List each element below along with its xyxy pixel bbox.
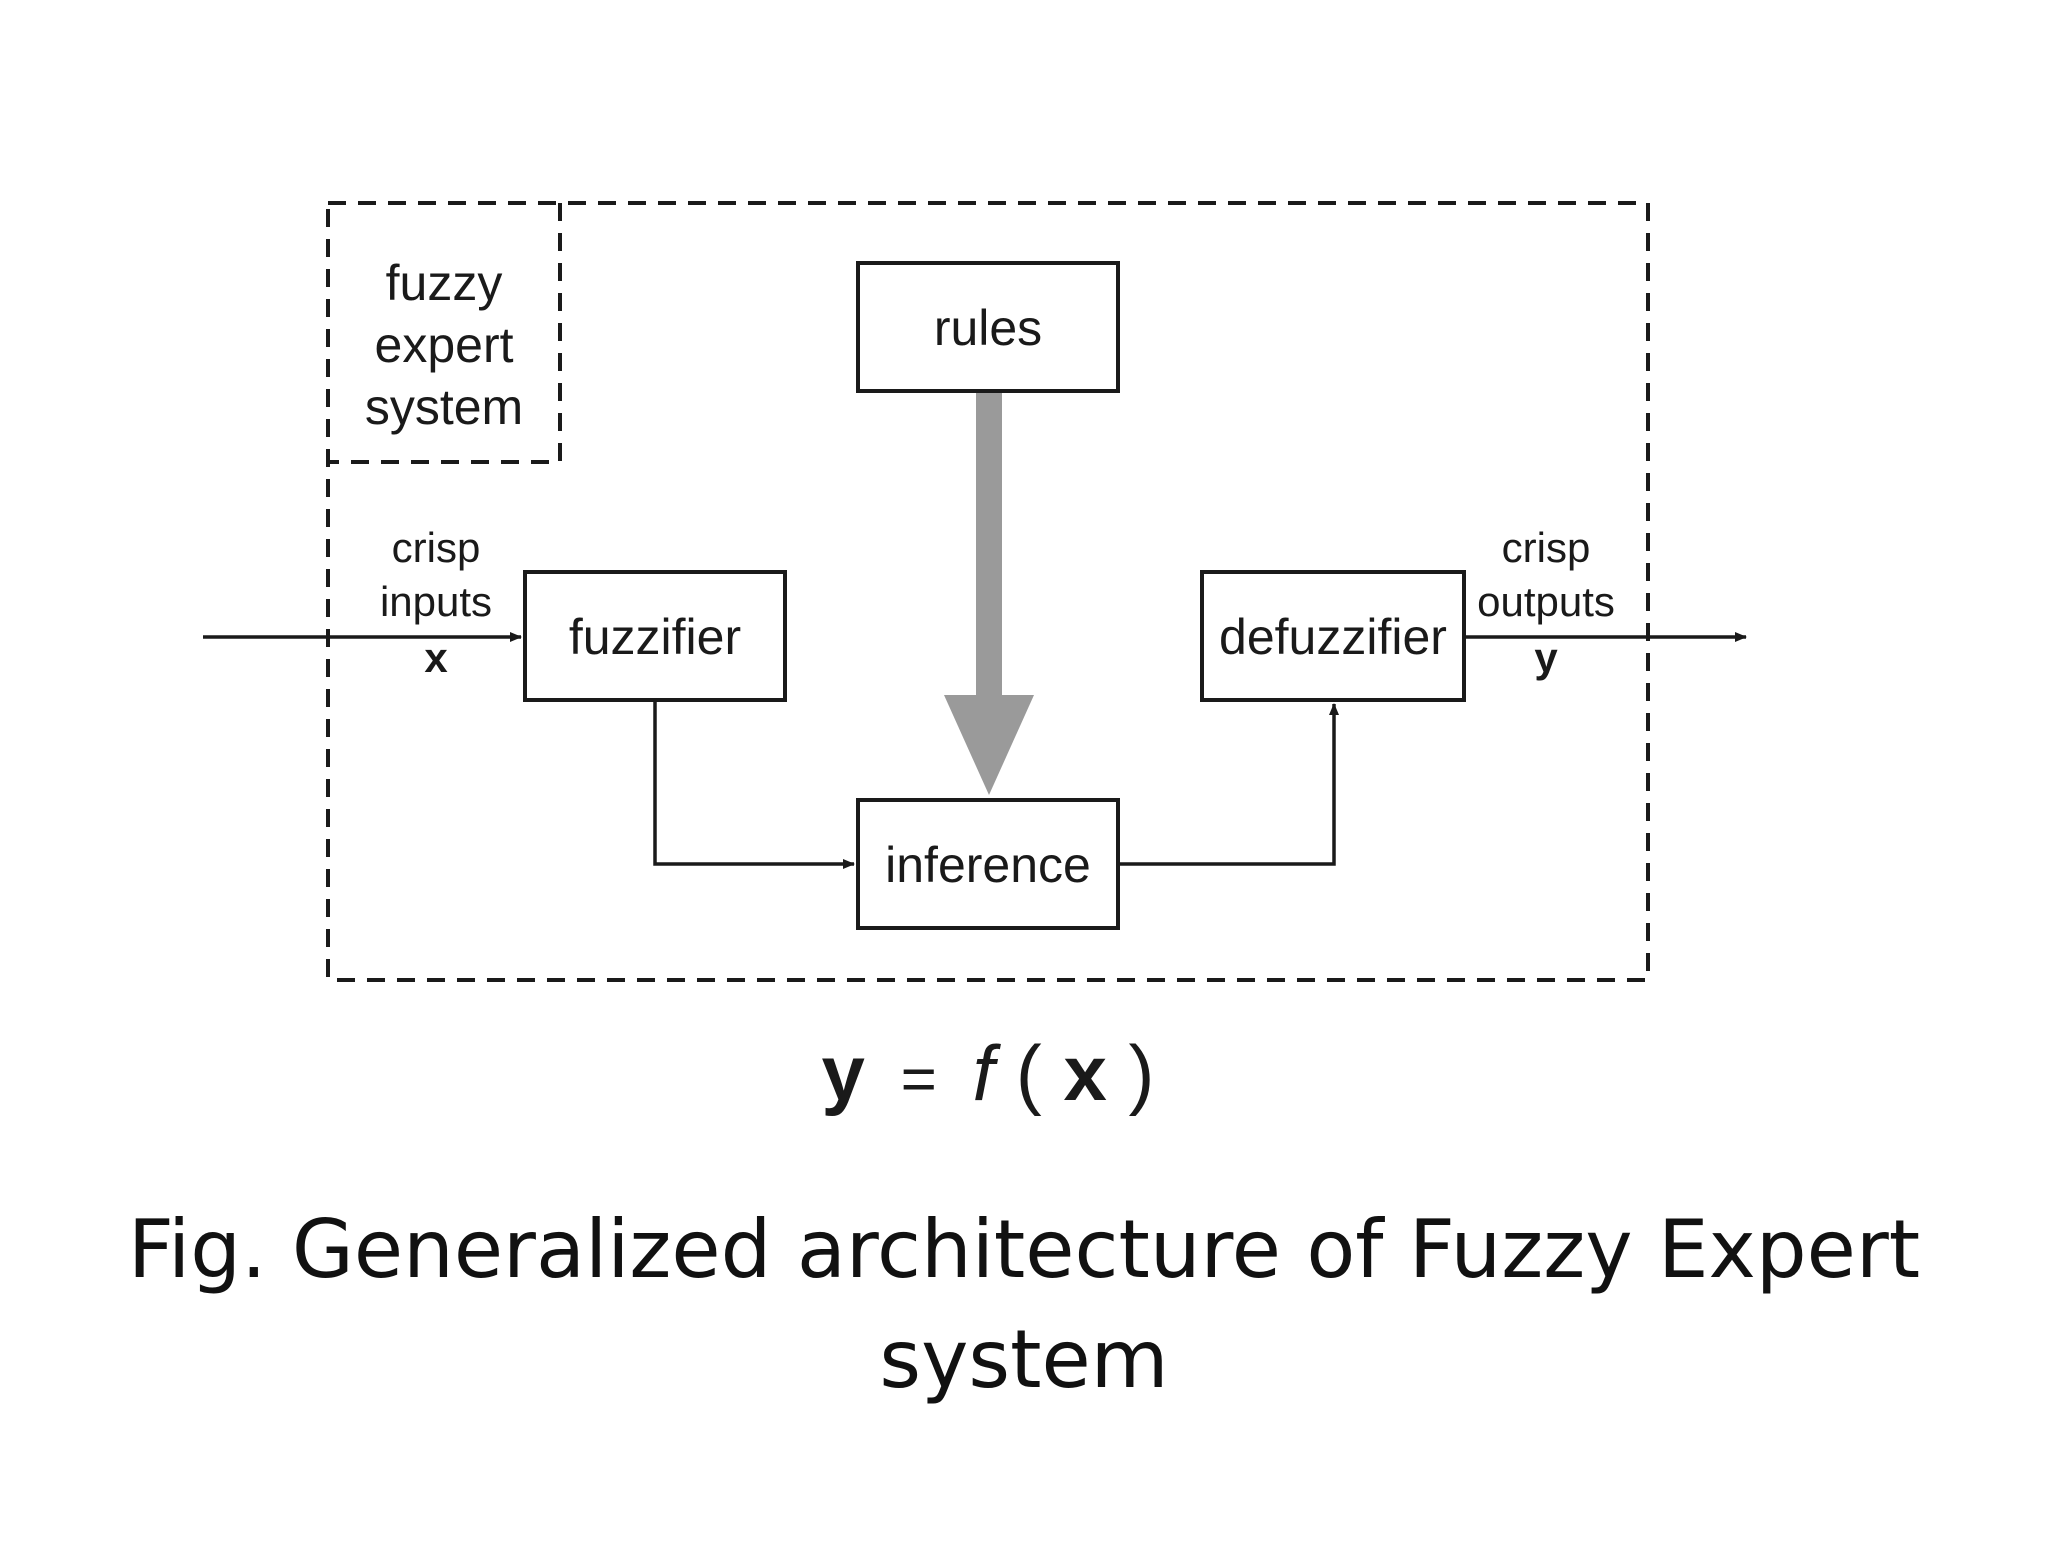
fuzzifier-block-label: fuzzifier <box>569 609 741 665</box>
rules-to-inference-arrow-head <box>944 695 1034 795</box>
equation-open-paren: ( <box>1016 1029 1042 1117</box>
inference-block-label: inference <box>885 837 1091 893</box>
caption-line-2: system <box>879 1313 1169 1406</box>
equation-close-paren: ) <box>1129 1029 1155 1117</box>
output-variable-y: y <box>1534 634 1558 681</box>
fuzzifier-to-inference-arrow <box>653 702 855 869</box>
input-label-line-1: crisp <box>392 524 481 571</box>
equation-lhs: y <box>822 1029 865 1117</box>
equation-function: f <box>972 1029 1001 1117</box>
caption-line-1: Fig. Generalized architecture of Fuzzy E… <box>127 1203 1921 1296</box>
output-label-line-1: crisp <box>1502 524 1591 571</box>
equation-equals: = <box>901 1045 937 1114</box>
defuzzifier-block-label: defuzzifier <box>1219 609 1447 665</box>
figure-caption: Fig. Generalized architecture of Fuzzy E… <box>0 1195 2048 1415</box>
system-label-line-3: system <box>365 379 523 435</box>
input-label-line-2: inputs <box>380 578 492 625</box>
rules-block <box>856 261 1120 393</box>
defuzzifier-block <box>1200 570 1466 702</box>
system-label-line-1: fuzzy <box>386 255 503 311</box>
output-label-line-2: outputs <box>1477 578 1615 625</box>
input-variable-x: x <box>424 634 448 681</box>
rules-block-label: rules <box>934 300 1042 356</box>
inference-to-defuzzifier-arrow <box>1120 703 1339 866</box>
equation-arg: x <box>1063 1029 1106 1117</box>
system-label-line-2: expert <box>375 317 514 373</box>
system-boundary <box>326 201 1650 982</box>
rules-to-inference-arrow-shaft <box>976 393 1002 698</box>
inference-block <box>856 798 1120 930</box>
fuzzifier-block <box>523 570 787 702</box>
equation: y = f ( x ) <box>822 1029 1155 1117</box>
